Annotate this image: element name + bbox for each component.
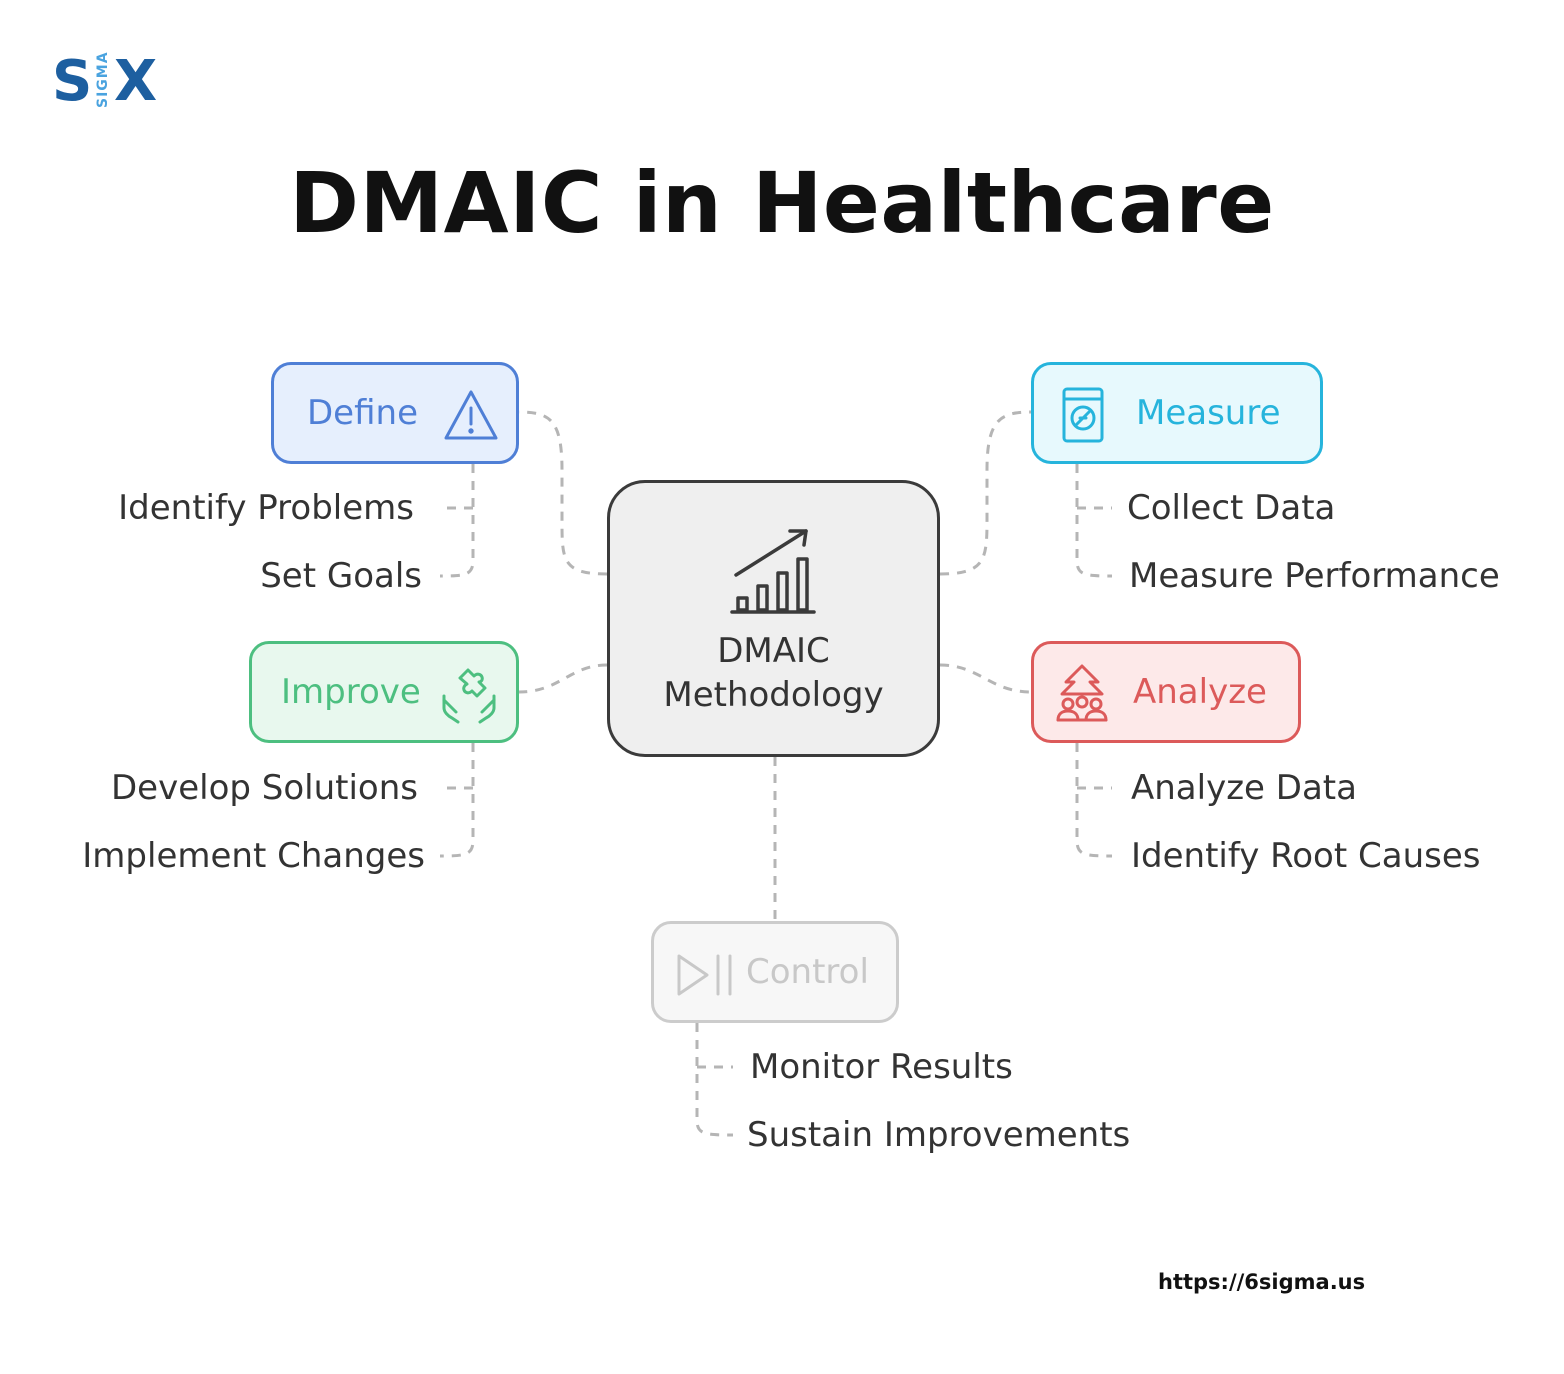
improve-label: Improve <box>281 672 421 712</box>
six-sigma-logo: S SIGMA X <box>52 50 172 114</box>
define-label: Define <box>307 393 418 433</box>
logo-letter-s: S <box>52 49 93 114</box>
improve-item-2: Implement Changes <box>82 836 425 876</box>
define-item-2: Set Goals <box>260 556 422 596</box>
chart-growth-icon <box>730 529 816 614</box>
improve-node: Improve <box>249 641 519 743</box>
control-item-2: Sustain Improvements <box>747 1115 1131 1155</box>
measure-item-2: Measure Performance <box>1129 556 1500 596</box>
connector-center-analyze <box>939 663 1032 694</box>
control-node: Control <box>651 921 899 1023</box>
connector-measure-items <box>1075 464 1113 578</box>
measure-item-1: Collect Data <box>1127 488 1336 528</box>
team-analysis-icon <box>1056 664 1108 722</box>
connector-center-define <box>518 410 608 576</box>
analyze-label: Analyze <box>1133 672 1267 712</box>
connector-improve-items <box>439 743 475 858</box>
connector-define-items <box>439 464 475 578</box>
analyze-item-1: Analyze Data <box>1131 768 1357 808</box>
define-item-1: Identify Problems <box>118 488 414 528</box>
meter-icon <box>1062 387 1104 443</box>
connector-center-improve <box>518 663 608 694</box>
website-url: https://6sigma.us <box>1158 1270 1366 1294</box>
improve-item-1: Develop Solutions <box>111 768 418 808</box>
warning-triangle-icon <box>444 390 498 440</box>
measure-label: Measure <box>1136 393 1281 433</box>
control-label: Control <box>746 952 869 992</box>
center-label-line1: DMAIC <box>717 631 830 671</box>
center-label-line2: Methodology <box>663 675 884 715</box>
control-item-1: Monitor Results <box>750 1047 1013 1087</box>
puzzle-hands-icon <box>442 668 496 724</box>
define-node: Define <box>271 362 519 464</box>
dmaic-center-node: DMAIC Methodology <box>607 480 940 757</box>
analyze-node: Analyze <box>1031 641 1301 743</box>
connector-center-measure <box>939 410 1032 576</box>
play-pause-icon <box>677 954 732 996</box>
analyze-item-2: Identify Root Causes <box>1131 836 1481 876</box>
page-title: DMAIC in Healthcare <box>289 154 1275 252</box>
measure-node: Measure <box>1031 362 1323 464</box>
logo-letter-x: X <box>114 49 158 114</box>
connector-control-items <box>695 1023 734 1137</box>
connector-analyze-items <box>1075 743 1113 858</box>
